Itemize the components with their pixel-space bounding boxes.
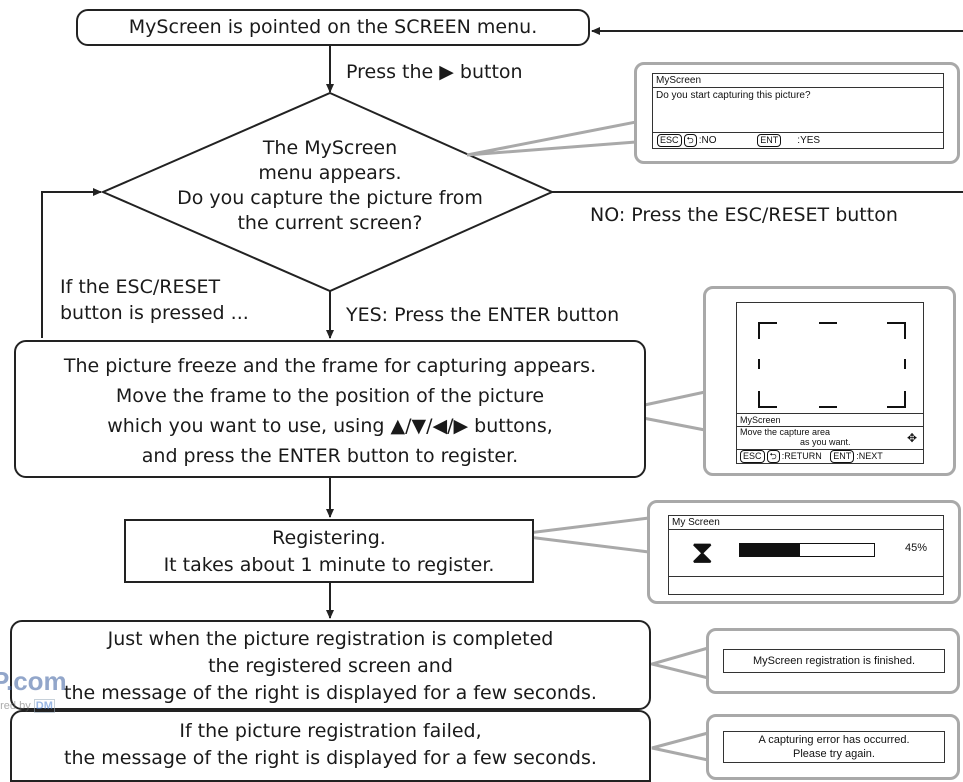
screen3-footer xyxy=(669,576,943,595)
screen2-title: MyScreen xyxy=(737,414,923,427)
register-box: Registering. It takes about 1 minute to … xyxy=(124,519,534,583)
progress-bar-fill xyxy=(740,544,801,556)
screen2-ent-key: ENT xyxy=(830,450,855,463)
hourglass-icon: ⧗ xyxy=(691,534,714,570)
balloon-capture-confirm: MyScreen Do you start capturing this pic… xyxy=(634,62,960,164)
screen2-panel: MyScreen Move the capture area as you wa… xyxy=(737,413,923,463)
complete-line-2: the registered screen and xyxy=(208,655,453,677)
esc-note: If the ESC/RESET button is pressed ... xyxy=(60,274,249,326)
balloon-finished: MyScreen registration is finished. xyxy=(706,628,960,694)
freeze-line-4: and press the ENTER button to register. xyxy=(141,445,519,467)
freeze-line-2: Move the frame to the position of the pi… xyxy=(115,385,545,407)
freeze-line-1: The picture freeze and the frame for cap… xyxy=(63,355,597,377)
progress-bar xyxy=(739,543,875,557)
screen2-next-label: :NEXT xyxy=(856,451,883,461)
freeze-box: The picture freeze and the frame for cap… xyxy=(14,340,646,478)
screen2-line-2: as you want. xyxy=(800,437,851,447)
screen1-esc-key: ESC xyxy=(657,134,682,147)
screen2-return-label: :RETURN xyxy=(781,451,822,461)
screen2-line-1: Move the capture area xyxy=(740,427,831,437)
screen-error: A capturing error has occurred. Please t… xyxy=(723,731,945,763)
screen-registering: My Screen ⧗ 45% xyxy=(668,515,944,595)
screen1-message: Do you start capturing this picture? xyxy=(656,90,811,101)
decision-text: The MyScreen menu appears. Do you captur… xyxy=(170,136,490,236)
start-box: MyScreen is pointed on the SCREEN menu. xyxy=(76,9,590,46)
reset-key-icon: ⮌ xyxy=(766,450,780,463)
watermark-logo: DM xyxy=(33,699,55,713)
esc-loop-line xyxy=(41,188,102,338)
failed-line-2: the message of the right is displayed fo… xyxy=(64,747,597,769)
screen2-body: Move the capture area as you want. ✥ xyxy=(737,427,923,449)
screen-finished: MyScreen registration is finished. xyxy=(723,649,945,673)
move-arrows-icon: ✥ xyxy=(906,431,917,445)
freeze-line-3: which you want to use, using ▲/▼/◀/▶ but… xyxy=(107,415,553,437)
watermark-subtext: ered by DM xyxy=(0,699,55,713)
complete-line-1: Just when the picture registration is co… xyxy=(107,628,554,650)
step-press-right-label: Press the ▶ button xyxy=(346,61,523,83)
reset-key-icon: ⮌ xyxy=(683,134,697,147)
balloon-pointer-4 xyxy=(646,646,710,680)
no-branch-label: NO: Press the ESC/RESET button xyxy=(590,204,898,226)
balloon-pointer-5 xyxy=(651,731,710,762)
watermark-powered-by: ered by xyxy=(0,700,31,712)
failed-box: If the picture registration failed, the … xyxy=(10,710,651,782)
screen3-body: ⧗ 45% xyxy=(669,530,943,576)
register-line-2: It takes about 1 minute to register. xyxy=(163,554,495,576)
balloon-error: A capturing error has occurred. Please t… xyxy=(706,714,960,780)
screen1-yes-label: :YES xyxy=(797,135,821,146)
decision-line-2: menu appears. xyxy=(258,162,402,184)
screen2-footer: ESC⮌:RETURN ENT:NEXT xyxy=(737,449,923,463)
balloon-capture-frame: MyScreen Move the capture area as you wa… xyxy=(703,286,956,476)
esc-note-line-2: button is pressed ... xyxy=(60,302,249,324)
progress-percent: 45% xyxy=(905,542,928,554)
failed-line-1: If the picture registration failed, xyxy=(179,720,482,742)
error-line-2: Please try again. xyxy=(793,748,875,760)
capture-frame-corners xyxy=(758,322,906,408)
decision-line-1: The MyScreen xyxy=(262,137,398,159)
balloon-registering: My Screen ⧗ 45% xyxy=(647,500,961,604)
screen1-no-label: :NO xyxy=(698,135,717,146)
screen3-title: My Screen xyxy=(669,516,943,530)
screen-capture-frame: MyScreen Move the capture area as you wa… xyxy=(736,302,924,464)
yes-branch-label: YES: Press the ENTER button xyxy=(346,304,620,326)
watermark-text: P.com xyxy=(0,666,67,696)
start-box-text: MyScreen is pointed on the SCREEN menu. xyxy=(128,16,538,38)
register-line-1: Registering. xyxy=(272,527,386,549)
decision-line-4: the current screen? xyxy=(237,212,423,234)
balloon-pointer-1 xyxy=(466,120,638,157)
screen1-title: MyScreen xyxy=(653,74,943,88)
screen1-ent-key: ENT xyxy=(757,134,782,147)
screen-capture-confirm: MyScreen Do you start capturing this pic… xyxy=(652,73,944,149)
screen1-footer: ESC⮌:NO ENT :YES xyxy=(653,132,943,148)
error-line-1: A capturing error has occurred. xyxy=(758,734,910,746)
screen2-esc-key: ESC xyxy=(740,450,765,463)
complete-line-3: the message of the right is displayed fo… xyxy=(64,682,597,704)
decision-line-3: Do you capture the picture from xyxy=(177,187,483,209)
complete-box: Just when the picture registration is co… xyxy=(10,620,651,710)
esc-note-line-1: If the ESC/RESET xyxy=(60,276,221,298)
